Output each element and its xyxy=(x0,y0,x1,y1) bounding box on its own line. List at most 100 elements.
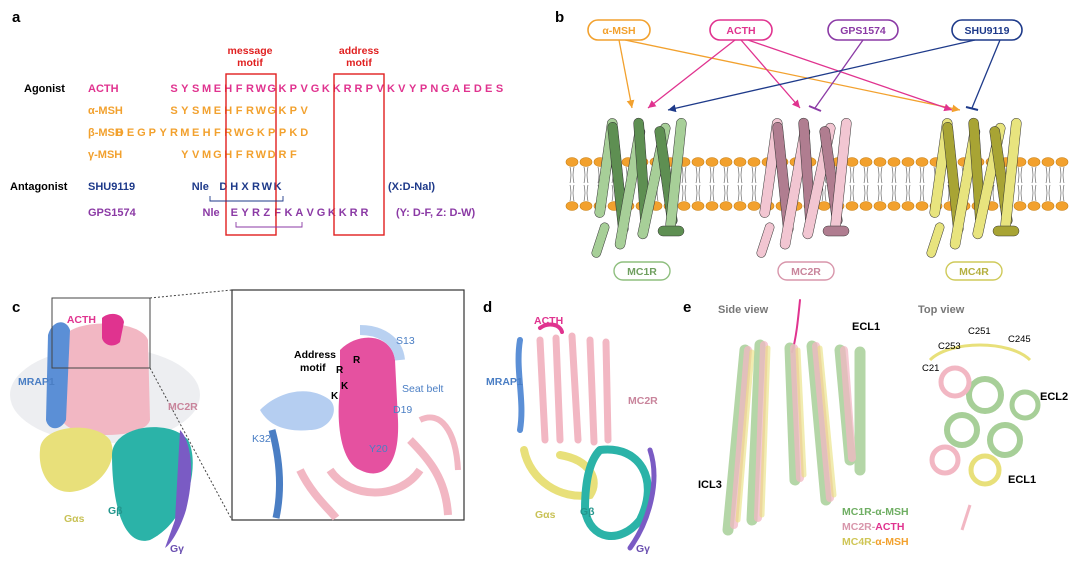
top-cys-c253: C253 xyxy=(938,341,961,352)
top-cys-c21: C21 xyxy=(922,363,939,374)
receptor-pill-mc1r xyxy=(613,261,671,281)
lipid-head xyxy=(887,157,901,167)
lipid-tails xyxy=(919,166,925,202)
residue: M xyxy=(202,105,211,117)
residue: S xyxy=(170,83,177,95)
c-terminal-helix xyxy=(657,225,685,237)
residue: P xyxy=(290,105,297,117)
side-view-overlay xyxy=(722,299,866,536)
d-label-acth: ACTH xyxy=(534,315,563,327)
c-label-gg: Gγ xyxy=(170,543,184,555)
arrow-acth-mc4r xyxy=(747,39,953,112)
residue: G xyxy=(317,207,326,219)
inset-y20: Y20 xyxy=(369,443,388,455)
inset-address-motif-1: Address xyxy=(294,349,336,361)
d-mc2r-ribbon xyxy=(536,332,612,446)
residue: E xyxy=(231,207,238,219)
gg-density xyxy=(165,430,192,548)
peptide-name: GPS1574 xyxy=(88,207,137,219)
antagonist-group-label: Antagonist xyxy=(10,181,68,193)
peptide-note: (Y: D-F, Z: D-W) xyxy=(396,207,476,219)
side-mc1r-helices xyxy=(722,339,866,536)
inset-seat-belt: Seat belt xyxy=(402,383,444,395)
residue: V xyxy=(376,83,384,95)
residue: D xyxy=(116,127,124,139)
lipid-tails xyxy=(583,166,589,202)
lipid-head xyxy=(1027,157,1041,167)
lipid-head xyxy=(915,201,929,211)
ligand-arrows xyxy=(618,39,1001,113)
lipid-head xyxy=(565,201,579,211)
d-ribbon-structure xyxy=(515,322,657,551)
ligand-label-shu9119: SHU9119 xyxy=(965,25,1010,37)
residue: S xyxy=(192,105,199,117)
receptor-label-mc4r: MC4R xyxy=(959,266,989,278)
lipid-tails xyxy=(695,166,701,202)
top-loop-ecl2: ECL2 xyxy=(1040,391,1068,403)
top-cys-c251: C251 xyxy=(968,326,991,337)
c-terminal-helix xyxy=(822,225,850,237)
residue: G xyxy=(213,149,222,161)
lipid-tails xyxy=(1045,166,1051,202)
peptide-prefix: Nle xyxy=(192,181,209,193)
residue: P xyxy=(149,127,156,139)
residue: V xyxy=(307,207,315,219)
address-motif-line1: address xyxy=(339,45,379,57)
lipid-head xyxy=(873,157,887,167)
receptor-cartoons xyxy=(591,117,1022,258)
inset-d19: D19 xyxy=(393,404,412,416)
residue: K xyxy=(339,207,347,219)
residue: A xyxy=(452,83,460,95)
lipid-tails xyxy=(751,166,757,202)
lipid-head xyxy=(1055,157,1069,167)
zoom-guide-bottom xyxy=(149,367,233,521)
lipid-head xyxy=(887,201,901,211)
lipid-head xyxy=(1041,201,1055,211)
legend-row-mc4r: MC4R-α-MSH xyxy=(842,536,909,548)
residue: F xyxy=(236,83,243,95)
inset-mc2r-helix-right xyxy=(418,414,461,471)
inset-k-mid: K xyxy=(341,381,349,392)
inset-mrap1-helix xyxy=(268,429,283,519)
inset-r-top: R xyxy=(353,355,361,366)
residue: W xyxy=(262,181,273,193)
residue: K xyxy=(328,207,336,219)
lipid-tails xyxy=(709,166,715,202)
residue: V xyxy=(301,105,309,117)
inhibit-bar-shu9119 xyxy=(965,106,979,111)
shu9119-cyclization-bracket xyxy=(209,196,284,202)
residue: F xyxy=(214,127,221,139)
residue: H xyxy=(203,127,211,139)
panel-e: e Side view Top view ECL1 ICL3 C251 C245… xyxy=(683,299,1068,548)
lipid-tails xyxy=(863,166,869,202)
lipid-head xyxy=(845,201,859,211)
residue: P xyxy=(268,127,275,139)
residue: W xyxy=(256,149,267,161)
lipid-head xyxy=(677,201,691,211)
c-label-acth: ACTH xyxy=(67,314,96,326)
residue: R xyxy=(350,207,358,219)
mc2r-density xyxy=(62,323,150,435)
residue: K xyxy=(289,127,297,139)
lipid-head xyxy=(719,201,733,211)
residue: X xyxy=(241,181,249,193)
receptor-pill-mc2r xyxy=(777,261,835,281)
residue: D xyxy=(474,83,482,95)
residue: H xyxy=(224,149,232,161)
residue: R xyxy=(360,207,368,219)
e-legend: MC1R-α-MSH MC2R-ACTH MC4R-α-MSH xyxy=(842,506,909,548)
residue: R xyxy=(354,83,362,95)
inset-k32: K32 xyxy=(252,433,271,445)
residue: Y xyxy=(181,149,189,161)
panel-c: c ACTH MRAP1 MC2R Gαs Gβ Gγ Add xyxy=(10,289,465,555)
lipid-tails xyxy=(681,166,687,202)
top-helix-4 xyxy=(938,365,972,399)
residue: K xyxy=(387,83,395,95)
side-view-title: Side view xyxy=(718,304,769,316)
residue: S xyxy=(170,105,177,117)
message-motif-box xyxy=(225,73,277,236)
residue: F xyxy=(274,207,281,219)
receptor-label-mc2r: MC2R xyxy=(791,266,821,278)
arrow-acth-mc2r xyxy=(740,39,801,109)
c-label-gb: Gβ xyxy=(108,505,123,517)
